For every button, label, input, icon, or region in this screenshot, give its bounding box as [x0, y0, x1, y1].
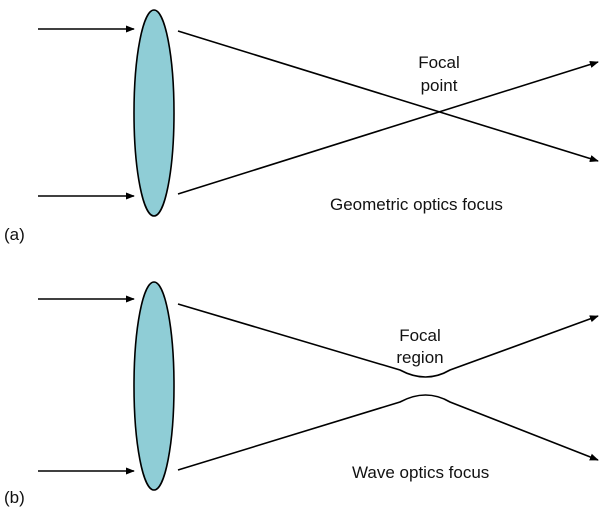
caption-b: Wave optics focus: [352, 463, 489, 482]
waist-ray-lower-b: [177, 394, 599, 471]
focal-label-line1-b: Focal: [399, 326, 441, 345]
panel-tag-b: (b): [4, 488, 25, 507]
focal-label-line1-a: Focal: [418, 53, 460, 72]
focal-label-line2-a: point: [421, 76, 458, 95]
converging-ray-upper-a: [177, 30, 599, 163]
panel-b: Focal region Wave optics focus (b): [4, 281, 599, 507]
lens-b: [133, 281, 175, 491]
focal-label-line2-b: region: [396, 348, 443, 367]
lens-a: [133, 9, 175, 217]
converging-ray-lower-a: [177, 60, 599, 195]
caption-a: Geometric optics focus: [330, 195, 503, 214]
panel-a: Focal point Geometric optics focus (a): [4, 9, 599, 244]
waist-ray-upper-b: [177, 303, 599, 378]
panel-tag-a: (a): [4, 225, 25, 244]
